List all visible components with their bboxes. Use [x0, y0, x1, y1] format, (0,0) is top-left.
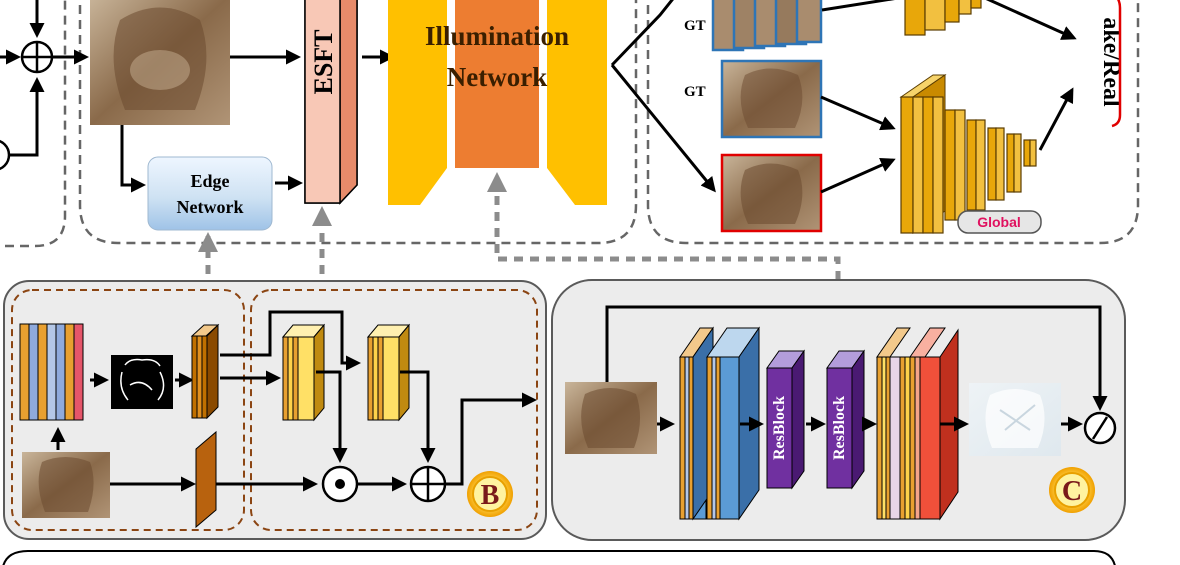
- partial-circle-icon: [0, 139, 11, 171]
- illumination-label-line2: Network: [447, 62, 547, 92]
- esft-block: ESFT: [304, 0, 358, 205]
- shift-features: [366, 323, 411, 422]
- illumination-label-line1: Illumination: [425, 21, 569, 51]
- gt-label-top: GT: [684, 18, 706, 34]
- bottom-panel-border: [2, 550, 1116, 565]
- global-label: Global: [977, 214, 1021, 230]
- badge-c-label: C: [1062, 476, 1082, 507]
- fake-real-output: ake/Real: [1098, 0, 1124, 128]
- resblock-1: ResBlock: [766, 349, 805, 490]
- discriminator-panel-border: [646, 0, 1140, 245]
- edge-label-line1: Edge: [190, 171, 229, 191]
- illumination-map-image: [969, 383, 1061, 456]
- local-discriminator: [904, 0, 982, 36]
- generator-panel-border: [78, 0, 638, 245]
- badge-b: B: [467, 471, 513, 517]
- stacked-feature-maps: [19, 323, 84, 421]
- illumination-network: Illumination Network: [388, 0, 607, 205]
- esft-label: ESFT: [309, 29, 338, 94]
- edge-label-line2: Network: [177, 197, 244, 217]
- badge-b-label: B: [481, 480, 500, 511]
- gt-label-mid: GT: [684, 84, 706, 100]
- scale-features: [281, 323, 326, 422]
- input-image: [90, 0, 230, 125]
- panel-b-right-group: [250, 289, 538, 531]
- panel-b-left-group: [11, 289, 245, 531]
- decoder-block: [876, 327, 959, 521]
- global-badge: Global: [957, 210, 1042, 234]
- edge-features: [190, 323, 220, 420]
- edge-network: Edge Network: [147, 156, 273, 231]
- gt-image: [720, 59, 823, 139]
- resblock-2: ResBlock: [826, 349, 865, 490]
- panel-b-input-image: [22, 452, 110, 518]
- panel-b: [3, 280, 547, 540]
- input-panel-border: [0, 0, 67, 248]
- edge-map-image: [111, 355, 173, 409]
- global-discriminator: [899, 74, 1037, 234]
- input-conv-feature: [195, 430, 217, 529]
- hadamard-icon: [321, 465, 359, 503]
- panel-c-input-image: [565, 382, 657, 454]
- resblock-1-label: ResBlock: [771, 396, 788, 460]
- badge-c: C: [1049, 467, 1095, 513]
- fake-image: [720, 153, 823, 233]
- divide-icon: [1083, 411, 1117, 445]
- sum-icon: [20, 40, 54, 74]
- encoder-block: [679, 326, 760, 521]
- resblock-2-label: ResBlock: [831, 396, 848, 460]
- gt-image-stack: [711, 0, 823, 52]
- sum-icon-b: [409, 465, 447, 503]
